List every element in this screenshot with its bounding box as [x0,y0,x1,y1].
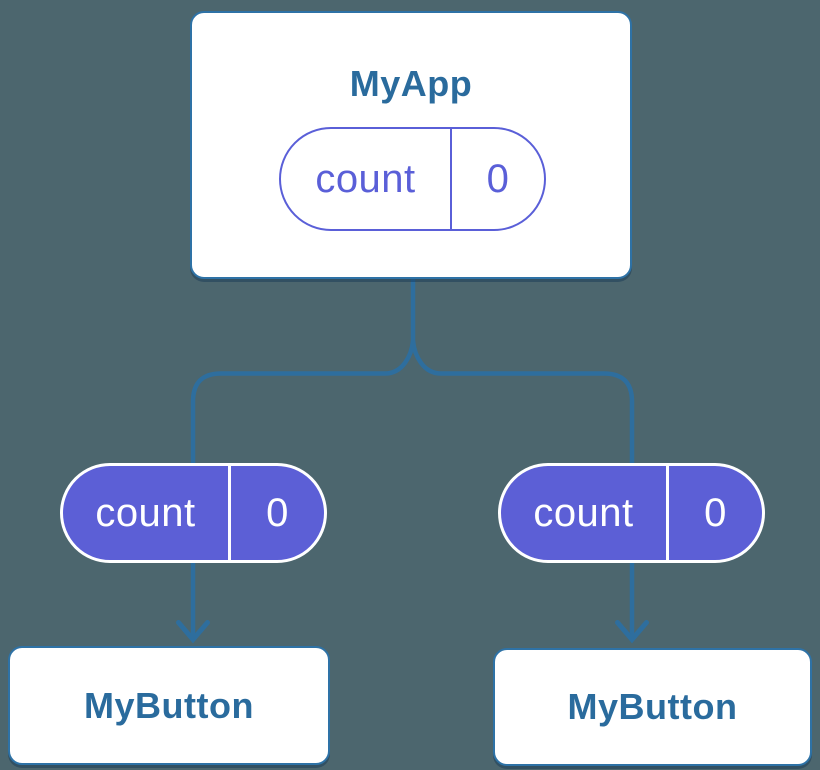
prop-pill-right-label: count [501,466,669,560]
branch-left-line [190,340,416,637]
state-pill-value: 0 [486,156,510,201]
myapp-card: MyApp count 0 [190,11,632,279]
arrow-down-icon [615,620,649,644]
prop-pill-left-value: 0 [266,490,289,535]
mybutton-right-title: MyButton [567,686,738,727]
prop-pill-left-label: count [63,466,231,560]
mybutton-left-title: MyButton [84,684,254,726]
state-pill-label: count [281,129,452,229]
state-pill: count 0 [279,127,546,231]
prop-pill-left: count 0 [60,463,327,563]
mybutton-card-right: MyButton [493,648,812,766]
myapp-title: MyApp [349,63,473,104]
arrow-down-icon [176,620,210,644]
prop-pill-right: count 0 [498,463,765,563]
branch-right-line [410,340,635,637]
prop-pill-right-value: 0 [704,490,727,535]
mybutton-card-left: MyButton [8,646,330,765]
